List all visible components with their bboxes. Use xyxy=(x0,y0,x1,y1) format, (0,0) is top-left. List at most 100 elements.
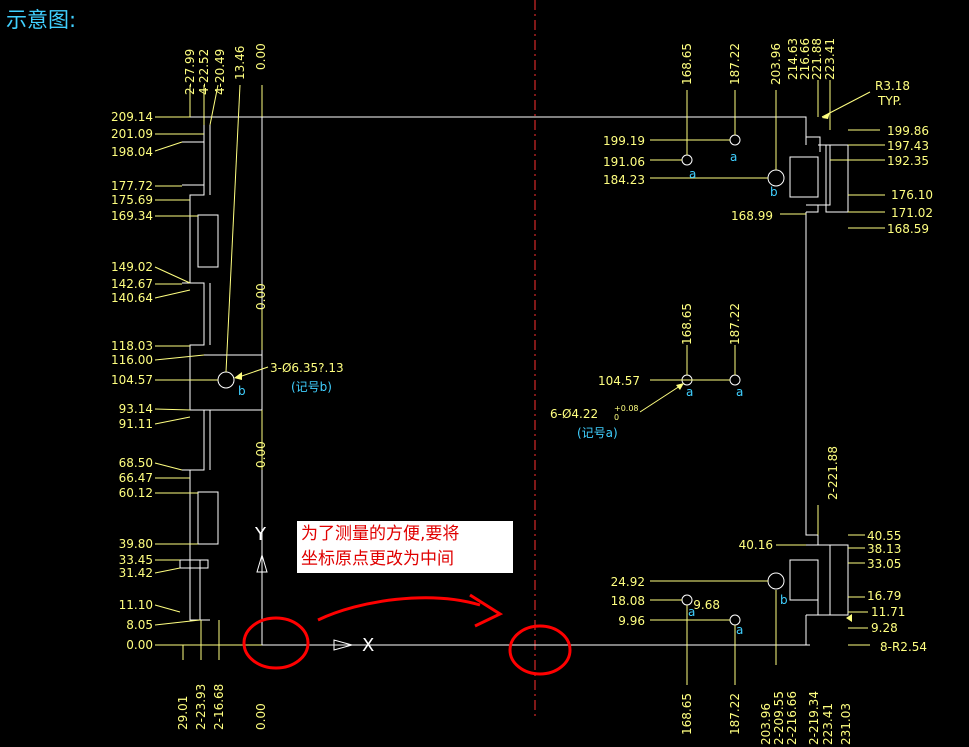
leftTopX-label-1: 4-22.52 xyxy=(197,49,211,95)
leftTopX-label-0: 2-27.99 xyxy=(183,49,197,95)
axis-symbol: Y X xyxy=(254,524,374,656)
leftTopX-label-4: 0.00 xyxy=(254,43,268,70)
rBotX-label-7: 231.03 xyxy=(839,703,853,745)
rTopX-label-4: 216.66 xyxy=(798,38,812,80)
rTopYR-label-2: 192.35 xyxy=(887,154,929,168)
hole-a-tag-6: a xyxy=(736,623,743,637)
rBotX-label-1: 187.22 xyxy=(728,693,742,735)
rBotX-label-0: 168.65 xyxy=(680,693,694,735)
rTopX-label-2: 203.96 xyxy=(769,43,783,85)
note-line-2: 坐标原点更改为中间 xyxy=(301,549,454,569)
rBotYR-label-2: 33.05 xyxy=(867,557,901,571)
rBotYR-label-4: 11.71 xyxy=(871,605,905,619)
rMidX-label-0: 168.65 xyxy=(680,303,694,345)
rBotYR-label-1: 38.13 xyxy=(867,542,901,556)
leftY-label-3: 177.72 xyxy=(111,179,153,193)
axis-y-label: Y xyxy=(254,524,267,545)
hole-a-4 xyxy=(729,374,741,386)
leftBotX-label-2: 2-16.68 xyxy=(212,684,226,730)
hole-a-tag-1: a xyxy=(689,167,696,181)
rTopYL-label-0: 199.19 xyxy=(603,134,645,148)
hole-a-note: (记号a) xyxy=(577,426,618,440)
leftBotX-label-3: 0.00 xyxy=(254,703,268,730)
leftBotX-label-0: 29.01 xyxy=(176,696,190,730)
rTopYR-label-5: 168.59 xyxy=(887,222,929,236)
leftY-label-14: 68.50 xyxy=(119,456,153,470)
leftY-label-1: 201.09 xyxy=(111,127,153,141)
leftY-label-4: 175.69 xyxy=(111,193,153,207)
rTopYR-label-1: 197.43 xyxy=(887,139,929,153)
leftY-label-22: 0.00 xyxy=(126,638,153,652)
hole-a-2 xyxy=(729,134,741,146)
rBotYR-label-3: 16.79 xyxy=(867,589,901,603)
red-note-box: 为了测量的方便,要将 坐标原点更改为中间 xyxy=(297,521,513,573)
leftY-label-20: 11.10 xyxy=(119,598,153,612)
leftY-label-2: 198.04 xyxy=(111,145,153,159)
diagram-title: 示意图: xyxy=(6,8,77,32)
leftMidX-label-0: 0.00 xyxy=(254,283,268,310)
hole-a-tag-4: a xyxy=(736,385,743,399)
leftY-label-18: 33.45 xyxy=(119,553,153,567)
hole-a-tol-minus: 0 xyxy=(614,413,619,422)
rTopX-label-5: 221.88 xyxy=(810,38,824,80)
hole-a-tol-plus: +0.08 xyxy=(614,404,639,413)
rBotYR-label-5: 9.28 xyxy=(871,621,898,635)
rTopYL-label-2: 184.23 xyxy=(603,173,645,187)
right-mid-y: 104.57 xyxy=(598,374,640,388)
hole-b-tag-top: b xyxy=(770,185,778,199)
leftTopX-label-3: 13.46 xyxy=(233,46,247,80)
rBotX-label-3: 2-209.55 xyxy=(772,691,786,745)
hole-b-bottom-right xyxy=(767,572,785,590)
right-top-y-left-dimensions: 199.19 191.06 184.23 168.99 xyxy=(603,134,773,223)
left-mid-x-dimensions: 0.000.00 xyxy=(254,283,268,468)
leftTopX-label-2: 4-20.49 xyxy=(213,49,227,95)
note-line-1: 为了测量的方便,要将 xyxy=(301,524,460,544)
rBotYL-label-1: 24.92 xyxy=(611,575,645,589)
leftY-label-21: 8.05 xyxy=(126,618,153,632)
leftY-label-12: 93.14 xyxy=(119,402,153,416)
axis-x-label: X xyxy=(362,635,374,656)
leftY-label-7: 142.67 xyxy=(111,277,153,291)
leader-arrows xyxy=(234,112,852,622)
right-vertical-dim: 2-221.88 xyxy=(826,446,840,500)
rBotYR-label-0: 40.55 xyxy=(867,529,901,543)
rTopYL-label-1: 191.06 xyxy=(603,155,645,169)
rTopYR-label-3: 176.10 xyxy=(891,188,933,202)
hole-b-callout: 3-Ø6.35?.13 xyxy=(270,361,344,375)
leftY-label-11: 104.57 xyxy=(111,373,153,387)
hole-a-5 xyxy=(681,594,693,606)
rTopX-label-1: 187.22 xyxy=(728,43,742,85)
rMidX-label-1: 187.22 xyxy=(728,303,742,345)
rBotYL-label-2: 18.08 xyxy=(611,594,645,608)
rTopYL-label-3: 168.99 xyxy=(731,209,773,223)
hole-a-tag-2: a xyxy=(730,150,737,164)
rBotX-label-2: 203.96 xyxy=(759,703,773,745)
part-outline-right xyxy=(262,116,849,646)
right-mid-x-dimensions: 168.65 187.22 xyxy=(680,303,742,345)
rBotX-label-4: 2-216.66 xyxy=(785,691,799,745)
leftY-label-13: 91.11 xyxy=(119,417,153,431)
red-annotation xyxy=(242,593,572,676)
rTopYR-label-4: 171.02 xyxy=(891,206,933,220)
leftY-label-0: 209.14 xyxy=(111,110,153,124)
rTopYR-label-0: 199.86 xyxy=(887,124,929,138)
hole-b-tag: b xyxy=(238,384,246,398)
hole-b-note: (记号b) xyxy=(291,380,332,394)
leftY-label-9: 118.03 xyxy=(111,339,153,353)
radius-top-typ: TYP. xyxy=(877,94,902,108)
leftBotX-label-1: 2-23.93 xyxy=(194,684,208,730)
rBotX-label-6: 223.41 xyxy=(821,703,835,745)
rBotYL-label-4: 9.68 xyxy=(693,598,720,612)
hole-b-tag-bottom: b xyxy=(780,593,788,607)
dimension-lines xyxy=(154,80,885,685)
hole-a-tag-5: a xyxy=(688,605,695,619)
radius-top-label: R3.18 xyxy=(875,79,910,93)
leftY-label-17: 39.80 xyxy=(119,537,153,551)
leftY-label-16: 60.12 xyxy=(119,486,153,500)
rBotX-label-5: 2-219.34 xyxy=(807,691,821,745)
